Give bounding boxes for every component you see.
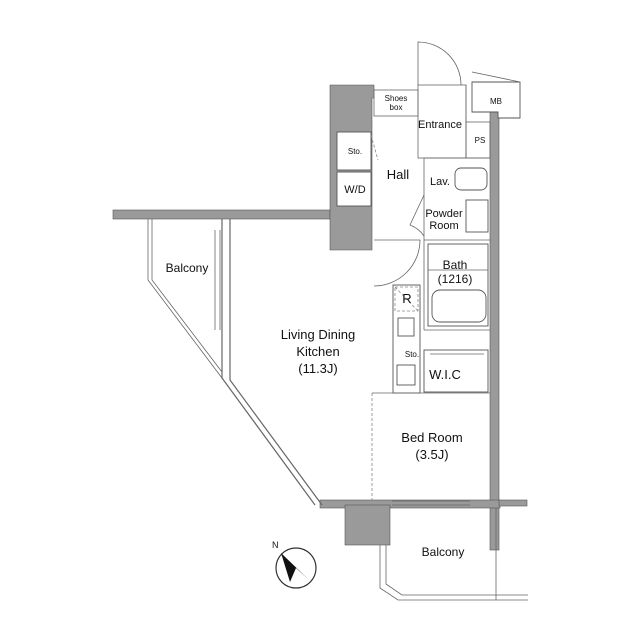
north-wall-west [112, 209, 331, 220]
washer-dryer-label: W/D [344, 184, 365, 196]
compass-north-label: N [272, 540, 279, 550]
bath-label-2: (1216) [438, 272, 473, 286]
entrance-label: Entrance [418, 119, 462, 131]
bathtub-icon [431, 289, 487, 323]
refrigerator-space [394, 286, 419, 312]
powder-room-label-2: Room [429, 220, 458, 232]
mb-door [471, 71, 521, 83]
shoes-box-label-1: Shoes [385, 94, 408, 103]
ldk-label-3: (11.3J) [298, 361, 338, 376]
bedroom-label-2: (3.5J) [415, 447, 448, 462]
walk-in-closet-label: W.I.C [429, 367, 461, 382]
cooktop-icon [396, 364, 416, 386]
balcony-west-outline [147, 219, 223, 379]
bath-label-1: Bath [443, 258, 468, 272]
refrigerator-label: R [402, 291, 411, 306]
bedroom-label-1: Bed Room [401, 430, 462, 445]
shoes-box-label-2: box [390, 103, 403, 112]
entrance-door [417, 41, 462, 86]
storage-hall-label: Sto. [348, 147, 362, 156]
walk-in-closet-outline [423, 349, 489, 393]
refrigerator-diagonal [394, 286, 419, 312]
sink-icon [465, 199, 489, 233]
mb-label: MB [490, 97, 502, 106]
ldk-label-1: Living Dining [281, 327, 355, 342]
storage-kitchen-label: Sto. [405, 350, 419, 359]
balcony-west-rail [151, 219, 223, 373]
balcony-south-rail [385, 545, 528, 596]
living-door [373, 239, 421, 287]
kitchen-sink-icon [397, 317, 415, 337]
south-wall-east-stub [498, 499, 528, 507]
structural-column-south [344, 504, 391, 546]
compass-arrow-icon [275, 547, 317, 589]
west-facade-inner [229, 219, 323, 506]
balcony-south-label: Balcony [422, 545, 465, 559]
ldk-label-2: Kitchen [296, 344, 339, 359]
east-wall [489, 84, 500, 551]
washer-dryer-outline [336, 171, 372, 207]
balcony-south-outline [379, 545, 528, 601]
toilet-icon [454, 167, 488, 191]
ps-label: PS [475, 136, 486, 145]
powder-room-door [409, 194, 425, 237]
storage-door-swing [370, 134, 379, 161]
storage-hall-outline [336, 131, 372, 171]
hall-label: Hall [387, 167, 410, 182]
lavatory-label: Lav. [430, 176, 450, 188]
balcony-west-label: Balcony [166, 261, 209, 275]
powder-room-label-1: Powder [425, 208, 463, 220]
